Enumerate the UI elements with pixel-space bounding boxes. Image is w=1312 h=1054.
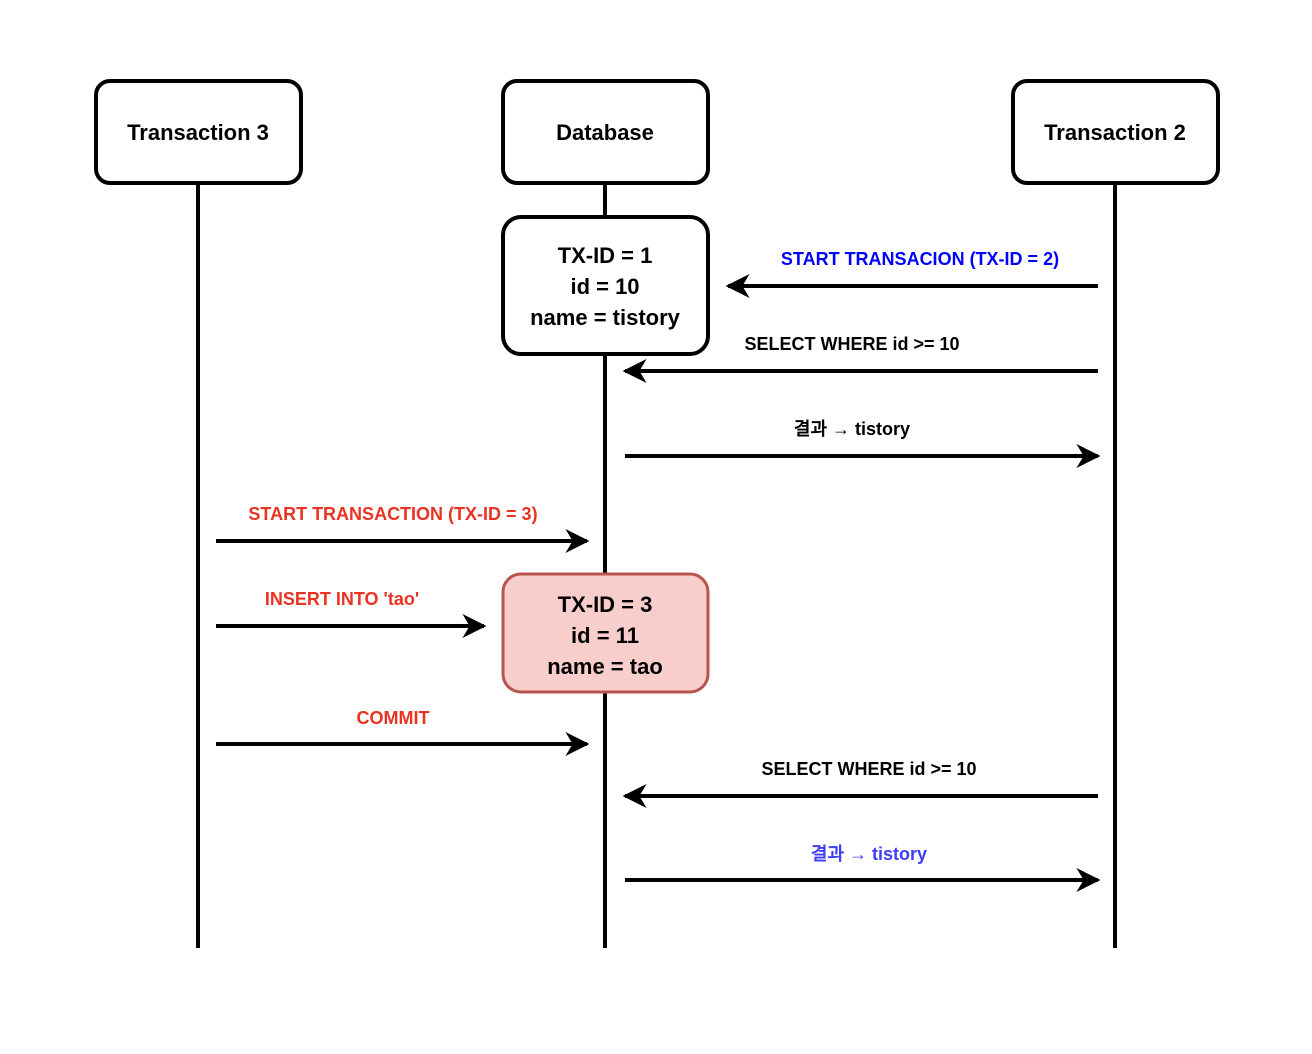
message-label: START TRANSACTION (TX-ID = 3) bbox=[248, 504, 537, 524]
record-tx-id: TX-ID = 1 bbox=[558, 243, 653, 268]
message-commit: COMMIT bbox=[216, 708, 590, 756]
message-label: SELECT WHERE id >= 10 bbox=[744, 334, 959, 354]
message-label: 결과 → tistory bbox=[811, 844, 927, 864]
participant-database: Database bbox=[501, 79, 710, 185]
message-select-1: SELECT WHERE id >= 10 bbox=[622, 334, 1098, 383]
message-result-2: 결과 → tistory bbox=[625, 844, 1101, 892]
participant-box bbox=[1011, 79, 1220, 185]
record-box-tx-1: TX-ID = 1 id = 10 name = tistory bbox=[501, 215, 710, 356]
record-box-background bbox=[501, 215, 710, 356]
record-box-background bbox=[501, 572, 710, 694]
participant-box bbox=[94, 79, 303, 185]
message-label: INSERT INTO 'tao' bbox=[265, 589, 419, 609]
message-label: SELECT WHERE id >= 10 bbox=[761, 759, 976, 779]
record-id: id = 11 bbox=[571, 623, 639, 648]
participant-label: Database bbox=[556, 120, 654, 145]
record-id: id = 10 bbox=[570, 274, 639, 299]
message-start-transaction-2: START TRANSACION (TX-ID = 2) bbox=[725, 249, 1098, 298]
message-label: START TRANSACION (TX-ID = 2) bbox=[781, 249, 1059, 269]
participant-label: Transaction 3 bbox=[127, 120, 269, 145]
message-select-2: SELECT WHERE id >= 10 bbox=[622, 759, 1098, 808]
record-name: name = tao bbox=[547, 654, 663, 679]
record-name: name = tistory bbox=[530, 305, 681, 330]
participant-label: Transaction 2 bbox=[1044, 120, 1186, 145]
message-insert: INSERT INTO 'tao' bbox=[216, 589, 487, 638]
record-tx-id: TX-ID = 3 bbox=[558, 592, 653, 617]
message-result-1: 결과 → tistory bbox=[625, 419, 1101, 468]
participant-box bbox=[501, 79, 710, 185]
message-label: COMMIT bbox=[357, 708, 430, 728]
record-box-tx-3: TX-ID = 3 id = 11 name = tao bbox=[501, 572, 710, 694]
participant-transaction-2: Transaction 2 bbox=[1011, 79, 1220, 185]
message-label: 결과 → tistory bbox=[794, 419, 910, 439]
participant-transaction-3: Transaction 3 bbox=[94, 79, 303, 185]
message-start-transaction-3: START TRANSACTION (TX-ID = 3) bbox=[216, 504, 590, 553]
